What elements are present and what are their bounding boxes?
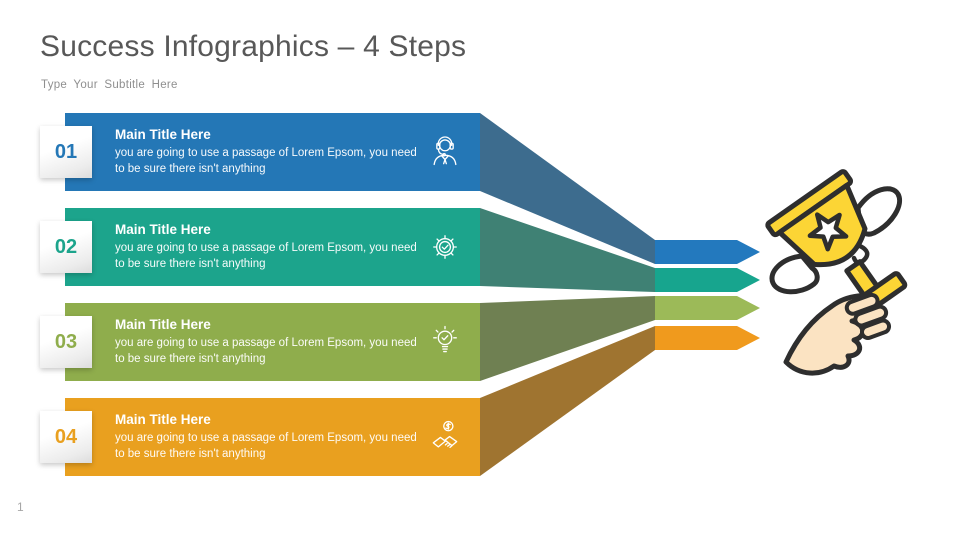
step-number: 01 (54, 140, 78, 163)
step-number-box: 03 (40, 316, 92, 368)
step-number: 02 (54, 235, 78, 258)
gear-check-icon (433, 235, 457, 259)
step-bar: Main Title Here you are going to use a p… (65, 208, 480, 286)
arrow-shape (655, 240, 760, 264)
step-row: Main Title Here you are going to use a p… (0, 303, 960, 381)
step-icon-slot (425, 227, 465, 267)
step-description: you are going to use a passage of Lorem … (115, 241, 417, 270)
step-number-box: 02 (40, 221, 92, 273)
step-number: 04 (54, 425, 78, 448)
arrow-shape (655, 268, 760, 292)
page-number: 1 (17, 500, 24, 514)
handshake-dollar-icon (432, 420, 458, 448)
step-description: you are going to use a passage of Lorem … (115, 336, 417, 365)
step-text-block: Main Title Here you are going to use a p… (115, 317, 420, 368)
step-description: you are going to use a passage of Lorem … (115, 146, 417, 175)
step-row: Main Title Here you are going to use a p… (0, 398, 960, 476)
step-icon-slot (425, 417, 465, 457)
step-title: Main Title Here (115, 126, 211, 142)
arrow-shape (655, 296, 760, 320)
step-icon-slot (425, 322, 465, 362)
step-text-block: Main Title Here you are going to use a p… (115, 127, 420, 178)
step-number-box: 04 (40, 411, 92, 463)
step-text-block: Main Title Here you are going to use a p… (115, 222, 420, 273)
lightbulb-check-icon (433, 325, 457, 353)
step-bar: Main Title Here you are going to use a p… (65, 113, 480, 191)
slide-title: Success Infographics – 4 Steps (40, 30, 467, 63)
step-text-block: Main Title Here you are going to use a p… (115, 412, 420, 463)
funnel-shape (480, 208, 655, 292)
headset-agent-icon (433, 136, 457, 166)
step-number-box: 01 (40, 126, 92, 178)
funnel-shape (480, 296, 655, 381)
step-title: Main Title Here (115, 411, 211, 427)
step-number: 03 (54, 330, 78, 353)
step-title: Main Title Here (115, 316, 211, 332)
step-title: Main Title Here (115, 221, 211, 237)
slide-subtitle: Type Your Subtitle Here (41, 79, 178, 91)
step-description: you are going to use a passage of Lorem … (115, 431, 417, 460)
arrow-shape (655, 326, 760, 350)
step-bar: Main Title Here you are going to use a p… (65, 398, 480, 476)
step-icon-slot (425, 132, 465, 172)
step-row: Main Title Here you are going to use a p… (0, 113, 960, 191)
step-row: Main Title Here you are going to use a p… (0, 208, 960, 286)
hand-holding-trophy-icon (765, 169, 908, 376)
funnel-shape (480, 113, 655, 264)
funnel-shape (480, 326, 655, 476)
step-bar: Main Title Here you are going to use a p… (65, 303, 480, 381)
